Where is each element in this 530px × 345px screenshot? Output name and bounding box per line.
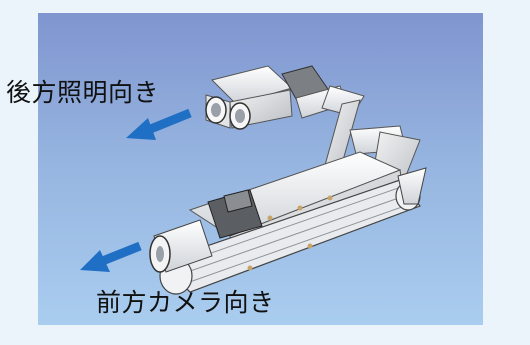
boom-arm <box>321 85 421 197</box>
rear-light-direction-arrow <box>126 108 192 140</box>
rear-light-direction-label: 後方照明向き <box>6 78 160 107</box>
front-camera-direction-arrow <box>80 241 142 272</box>
crawler-body <box>149 151 427 295</box>
rear-light-unit <box>205 65 347 130</box>
front-camera-direction-label: 前方カメラ向き <box>96 288 275 317</box>
